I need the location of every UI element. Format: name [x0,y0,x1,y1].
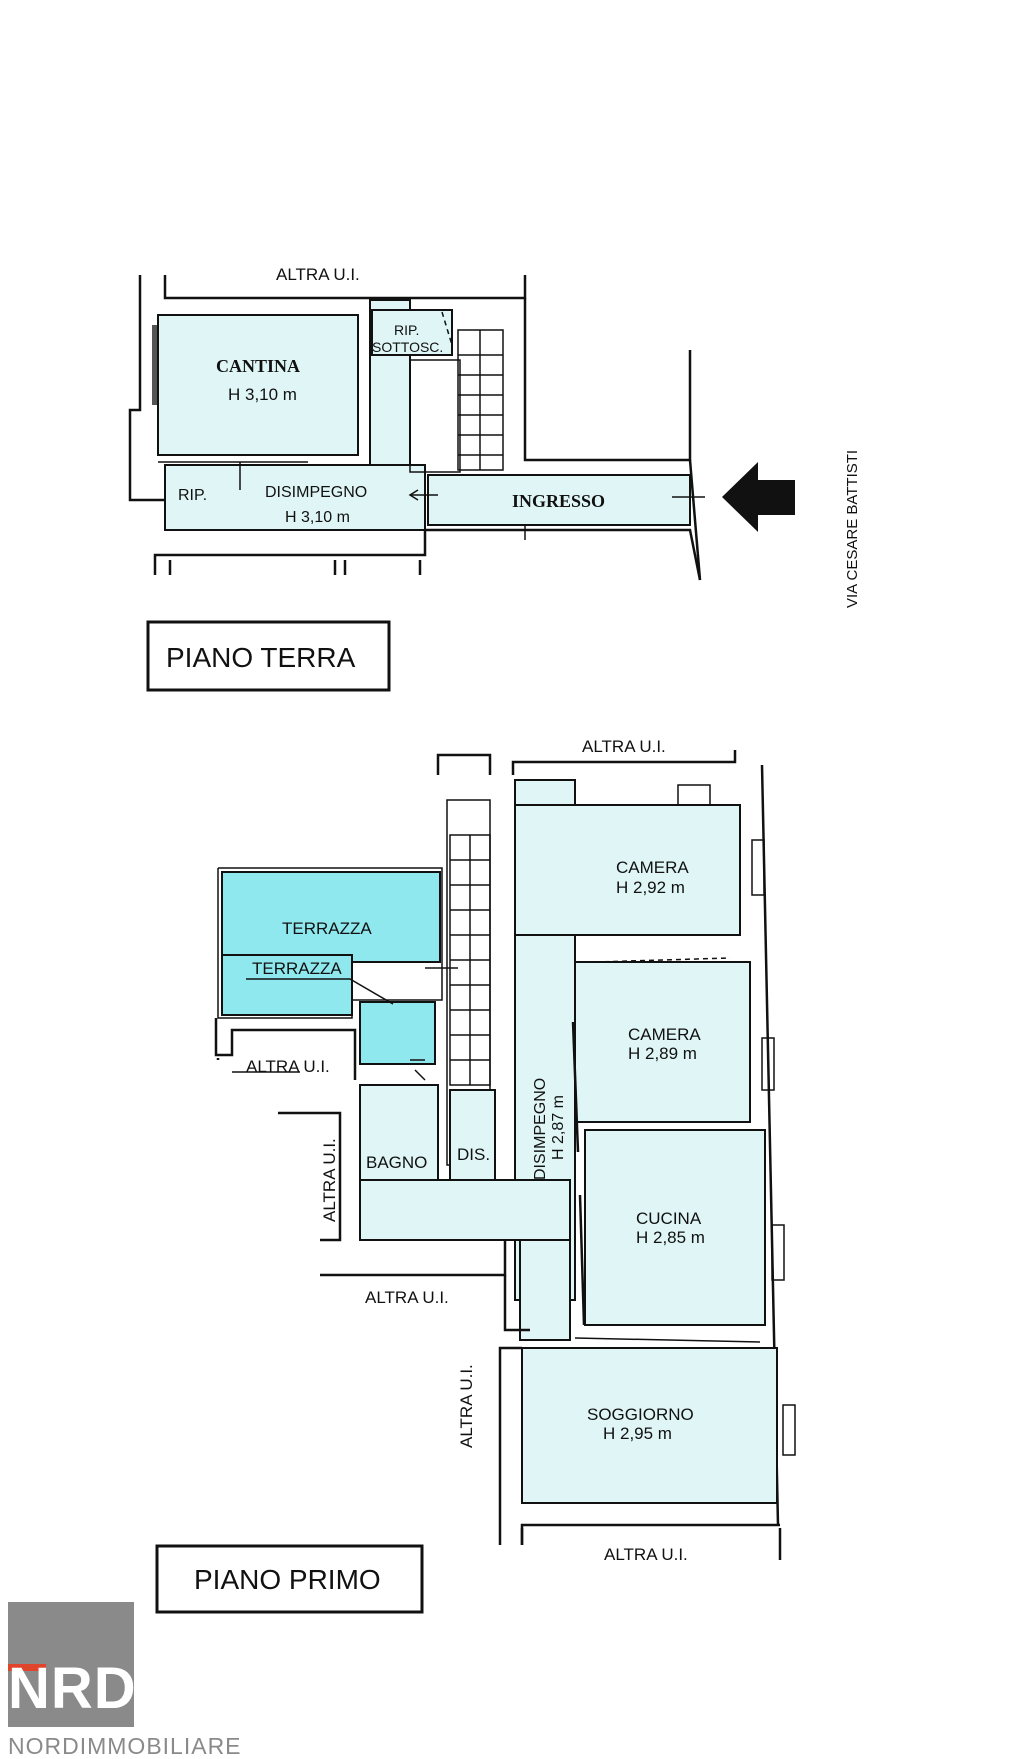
disimpegno-height: H 3,10 m [285,509,350,526]
rip-sottosc-label-2: SOTTOSC. [372,339,443,355]
altra-ui-mid-vertical: ALTRA U.I. [457,1364,476,1448]
dis-label: DIS. [457,1145,490,1164]
soggiorno-room [521,1347,778,1504]
logo-mark: NRD [8,1656,137,1721]
rip-sottosc-label-1: RIP. [394,322,419,338]
disimpegno-room [164,464,426,531]
ingresso-label: INGRESSO [512,491,605,511]
cucina-room [584,1129,766,1326]
ingresso-room [427,474,691,526]
altra-ui-left-vertical: ALTRA U.I. [320,1138,339,1222]
first-floor-plan [214,750,796,1560]
camera-1-label: CAMERA [616,858,689,877]
camera-2-label: CAMERA [628,1025,701,1044]
street-label: VIA CESARE BATTISTI [844,450,861,608]
rip-label: RIP. [178,487,207,504]
cucina-label: CUCINA [636,1209,702,1228]
ground-floor-plan [128,275,795,581]
rip-sottoscala-room [371,309,453,356]
terrazza-large [221,871,441,963]
window-cucina [771,1224,785,1281]
cantina-height: H 3,10 m [228,385,297,404]
camera-1-room [514,804,741,936]
ground-staircase [441,311,504,471]
camera-2-room [574,961,751,1123]
dis-room [449,1089,496,1181]
disimpegno-soggiorno-link [519,1239,571,1341]
disimpegno-label: DISIMPEGNO [265,484,367,501]
logo-accent-bar [8,1664,46,1671]
cantina-label: CANTINA [216,356,300,376]
altra-ui-first-top: ALTRA U.I. [582,737,666,756]
piano-terra-title: PIANO TERRA [166,642,356,673]
piano-terra-frame [146,620,391,692]
logo-name: NORDIMMOBILIARE [8,1733,242,1759]
altra-ui-mid: ALTRA U.I. [365,1288,449,1307]
cantina-room [157,314,359,456]
first-staircase [449,834,491,1086]
terrazza-lower [221,954,353,1016]
cucina-height: H 2,85 m [636,1228,705,1247]
piano-primo-title: PIANO PRIMO [194,1564,381,1595]
window-soggiorno [782,1404,796,1456]
terrazza-label-1: TERRAZZA [282,919,372,938]
disimpegno-first-height: H 2,87 m [550,1095,567,1160]
soggiorno-height: H 2,95 m [603,1424,672,1443]
altra-ui-ground-top: ALTRA U.I. [276,265,360,284]
camera-2-height: H 2,89 m [628,1044,697,1063]
terrazza-label-2: TERRAZZA [252,959,342,978]
entrance-arrow-icon [722,462,795,532]
disimpegno-lower-area [359,1179,571,1241]
altra-ui-left: ALTRA U.I. [246,1057,330,1076]
window-camera-2 [761,1037,775,1091]
soggiorno-label: SOGGIORNO [587,1405,694,1424]
altra-ui-bottom: ALTRA U.I. [604,1545,688,1564]
bagno-label: BAGNO [366,1153,427,1172]
camera-1-height: H 2,92 m [616,878,685,897]
disimpegno-first-label: DISIMPEGNO [532,1078,549,1180]
piano-primo-frame [155,1544,424,1614]
window-camera-1 [751,839,765,896]
terrazza-small [359,1001,436,1065]
